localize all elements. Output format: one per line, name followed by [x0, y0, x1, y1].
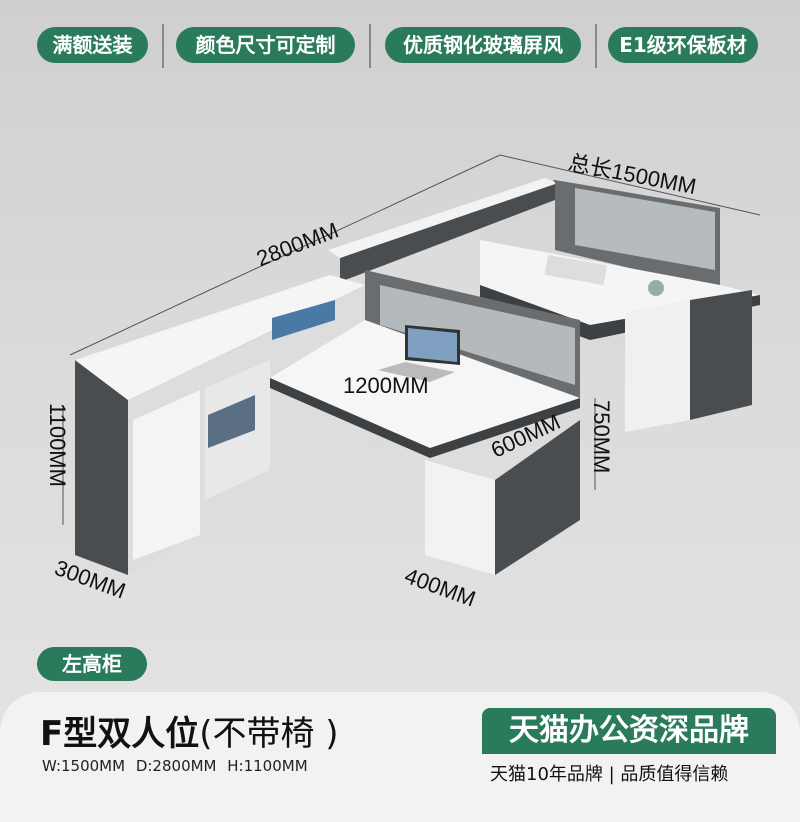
variant-tag: 左高柜	[37, 647, 147, 681]
product-illustration	[62, 154, 761, 575]
back-desk	[480, 180, 760, 432]
product-title-main: F型双人位	[40, 714, 200, 754]
product-title-note: (不带椅 )	[199, 714, 339, 754]
dimension-lines	[62, 154, 761, 525]
dimension-cabinet-height: 1100MM	[45, 403, 70, 487]
product-specs: W:1500MM D:2800MM H:1100MM	[42, 757, 308, 775]
feature-badge: E1级环保板材	[608, 27, 758, 63]
divider	[369, 24, 371, 68]
feature-badge: 优质钢化玻璃屏风	[385, 27, 581, 63]
feature-badge: 满额送装	[37, 27, 148, 63]
dimension-desk-height: 750MM	[589, 400, 614, 474]
divider	[595, 24, 597, 68]
front-desk	[270, 270, 580, 575]
dimension-desk-width: 1200MM	[343, 373, 429, 398]
feature-badge: 颜色尺寸可定制	[176, 27, 355, 63]
brand-subline: 天猫10年品牌 | 品质值得信赖	[490, 764, 729, 785]
divider	[162, 24, 164, 68]
left-cabinet	[75, 275, 365, 575]
brand-headline: 天猫办公资深品牌	[482, 708, 776, 754]
product-title: F型双人位(不带椅 )	[40, 706, 339, 755]
